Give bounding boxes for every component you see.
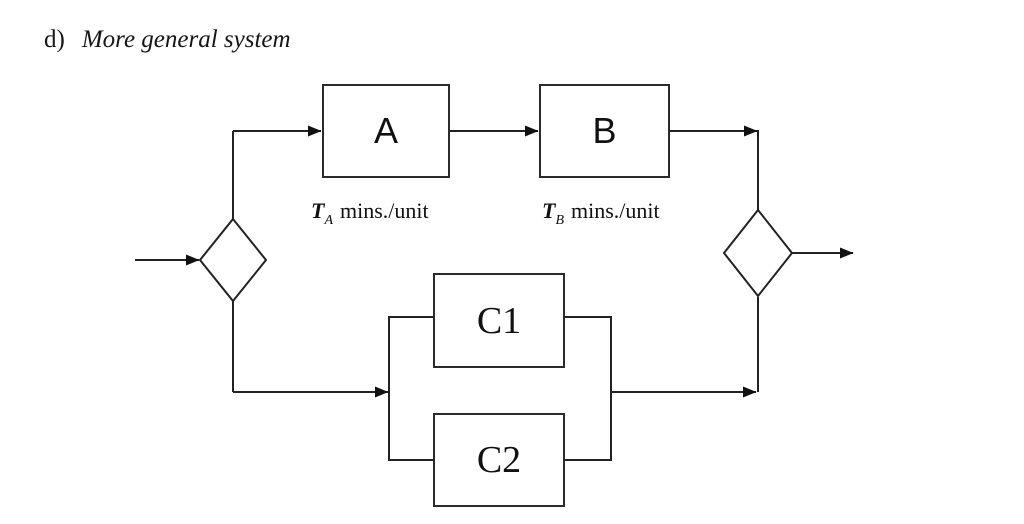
rate-label-b-symbol: T xyxy=(542,198,556,223)
section-title: d) More general system xyxy=(44,26,291,54)
process-box-c2: C2 xyxy=(433,413,565,507)
rate-label-a-unit: mins./unit xyxy=(340,198,429,223)
process-box-c1: C1 xyxy=(433,273,565,368)
process-box-a: A xyxy=(322,84,450,178)
section-title-prefix: d) xyxy=(44,26,65,53)
process-box-b-label: B xyxy=(592,110,617,151)
rate-label-b-subscript: B xyxy=(555,213,565,228)
split-diamond xyxy=(198,217,268,303)
process-box-a-label: A xyxy=(373,110,398,151)
rate-label-b-unit: mins./unit xyxy=(571,198,660,223)
process-box-c1-label: C1 xyxy=(476,299,522,342)
process-box-c2-label: C2 xyxy=(476,439,522,481)
section-title-text: More general system xyxy=(81,26,291,53)
rate-label-a-symbol: T xyxy=(311,198,325,223)
rate-label-a-subscript: A xyxy=(324,213,334,228)
process-box-b: B xyxy=(539,84,670,178)
merge-diamond xyxy=(722,208,794,298)
